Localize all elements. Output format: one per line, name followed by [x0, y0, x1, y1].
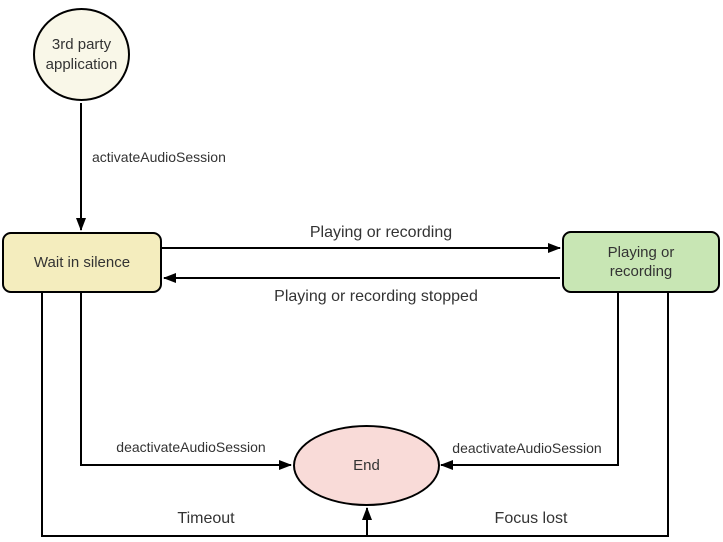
edge-label-playing-or-recording: Playing or recording — [309, 224, 453, 241]
edge-deactivate-audio-session-right — [440, 292, 619, 470]
edge-label-deactivate-audio-session-left: deactivateAudioSession — [116, 439, 266, 455]
edge-focus-lost — [366, 292, 669, 537]
state-node-playing-or-recording: Playing or recording — [562, 231, 720, 293]
edge-label-deactivate-audio-session-right: deactivateAudioSession — [452, 440, 602, 456]
edge-label-timeout: Timeout — [177, 510, 235, 527]
state-node-wait-in-silence: Wait in silence — [2, 232, 162, 293]
state-node-end: End — [293, 425, 440, 506]
edge-timeout — [41, 292, 368, 537]
edge-label-activate-audio-session: activateAudioSession — [92, 149, 226, 165]
edge-label-focus-lost: Focus lost — [494, 510, 568, 527]
state-node-third-party-application: 3rd party application — [33, 8, 130, 101]
edge-label-playing-or-recording-stopped: Playing or recording stopped — [274, 288, 478, 305]
edge-deactivate-audio-session-left — [80, 292, 292, 470]
